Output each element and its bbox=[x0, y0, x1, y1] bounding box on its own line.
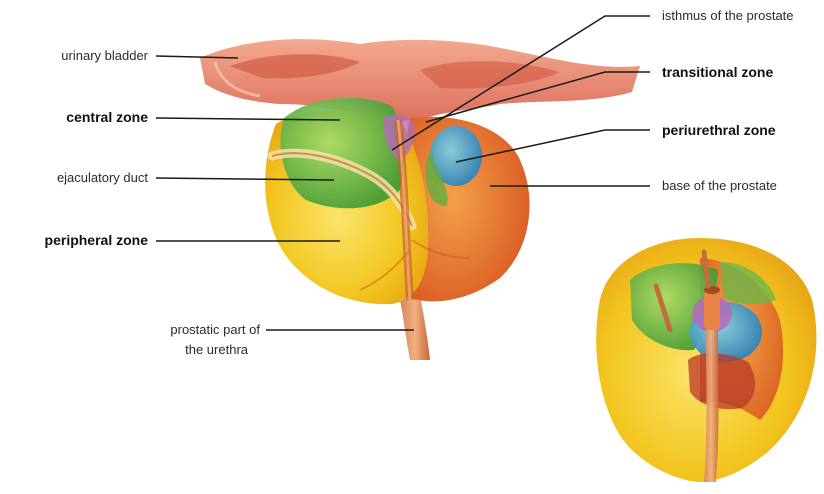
label-periurethral-zone: periurethral zone bbox=[662, 122, 776, 138]
label-ejaculatory-duct: ejaculatory duct bbox=[20, 170, 148, 186]
label-central-zone: central zone bbox=[20, 109, 148, 125]
main-prostate-illustration bbox=[200, 39, 640, 360]
label-prostatic-part-line1: prostatic part of bbox=[120, 322, 260, 338]
label-peripheral-zone: peripheral zone bbox=[10, 232, 148, 248]
label-isthmus: isthmus of the prostate bbox=[662, 8, 794, 24]
label-transitional-zone: transitional zone bbox=[662, 64, 773, 80]
label-base-of-prostate: base of the prostate bbox=[662, 178, 777, 194]
cross-section-illustration bbox=[596, 238, 816, 482]
label-prostatic-part-line2: the urethra bbox=[120, 342, 248, 358]
label-urinary-bladder: urinary bladder bbox=[30, 48, 148, 64]
urethra-shape bbox=[400, 296, 430, 360]
